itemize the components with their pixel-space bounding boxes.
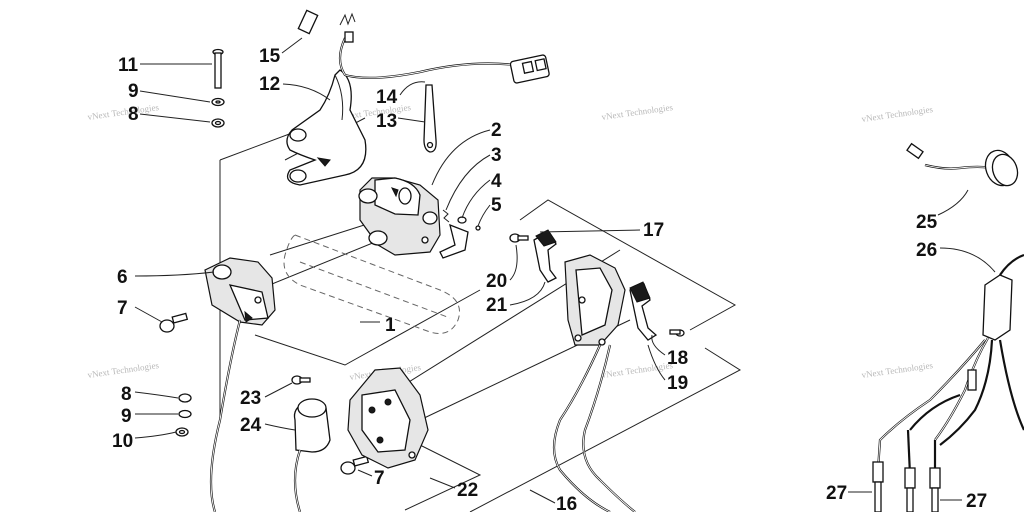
watermark-text: vNext Technologies xyxy=(87,360,160,380)
washer-8-top xyxy=(211,118,225,128)
spring-3 xyxy=(442,209,450,223)
lever-21 xyxy=(533,229,557,283)
callout-24: 24 xyxy=(240,415,262,436)
washer-8-bottom xyxy=(178,393,192,403)
item-1-outline xyxy=(283,234,460,334)
callout-9-bottom: 9 xyxy=(121,406,132,427)
pin-5 xyxy=(475,225,481,231)
callout-27-right: 27 xyxy=(966,491,987,512)
bracket-12 xyxy=(286,69,367,186)
callout-27-left: 27 xyxy=(826,483,847,504)
callout-22: 22 xyxy=(457,480,478,501)
harness-26 xyxy=(872,253,1024,512)
screw-23 xyxy=(291,375,311,385)
screw-7-top xyxy=(159,312,189,333)
bolt-11 xyxy=(212,48,224,89)
callout-25: 25 xyxy=(916,212,938,233)
watermark-text: vNext Technologies xyxy=(861,360,934,380)
callout-18: 18 xyxy=(667,348,688,369)
callout-11: 11 xyxy=(118,55,139,76)
wire-harness-14 xyxy=(338,12,550,84)
callout-23: 23 xyxy=(240,388,261,409)
watermark-text: vNext Technologies xyxy=(601,102,674,122)
callout-21: 21 xyxy=(486,295,508,316)
callout-2: 2 xyxy=(491,120,502,141)
nut-10 xyxy=(175,427,189,437)
callout-12: 12 xyxy=(259,74,280,95)
callout-4: 4 xyxy=(491,171,502,192)
item-15-connector xyxy=(297,9,319,35)
housing-22 xyxy=(347,367,429,469)
callout-19: 19 xyxy=(667,373,688,394)
switch-housing-17 xyxy=(552,254,636,512)
screw-7-bottom xyxy=(340,455,370,475)
callout-26: 26 xyxy=(916,240,937,261)
housing-6 xyxy=(204,257,276,512)
callout-15: 15 xyxy=(259,46,281,67)
callout-13: 13 xyxy=(376,111,397,132)
plate-2b xyxy=(439,223,469,259)
connector-25 xyxy=(906,142,1019,187)
callout-17: 17 xyxy=(643,220,664,241)
washer-9-top xyxy=(211,97,225,107)
switch-assembly-2 xyxy=(358,177,441,256)
callout-5: 5 xyxy=(491,195,502,216)
callout-9-top: 9 xyxy=(128,81,139,102)
button-24 xyxy=(293,398,331,512)
item-13-terminal xyxy=(423,84,437,153)
washer-9-bottom xyxy=(178,409,192,419)
callout-3: 3 xyxy=(491,145,502,166)
lever-19 xyxy=(629,281,658,341)
callout-16: 16 xyxy=(556,494,577,512)
callout-8-bottom: 8 xyxy=(121,384,132,405)
callout-7-top: 7 xyxy=(117,298,128,319)
callouts: 11 9 8 15 12 14 13 2 3 4 5 17 6 7 20 21 … xyxy=(112,46,987,512)
callout-10: 10 xyxy=(112,431,133,452)
screw-20 xyxy=(509,233,529,243)
watermark-text: vNext Technologies xyxy=(87,102,160,122)
callout-1: 1 xyxy=(385,315,396,336)
watermark-text: vNext Technologies xyxy=(861,104,934,124)
watermarks: vNext Technologies vNext Technologies vN… xyxy=(87,102,934,382)
screw-18 xyxy=(669,329,685,337)
callout-8-top: 8 xyxy=(128,104,139,125)
callout-7-bottom: 7 xyxy=(374,468,385,489)
callout-20: 20 xyxy=(486,271,507,292)
callout-6: 6 xyxy=(117,267,128,288)
leader-lines xyxy=(134,37,996,504)
callout-14: 14 xyxy=(376,87,398,108)
